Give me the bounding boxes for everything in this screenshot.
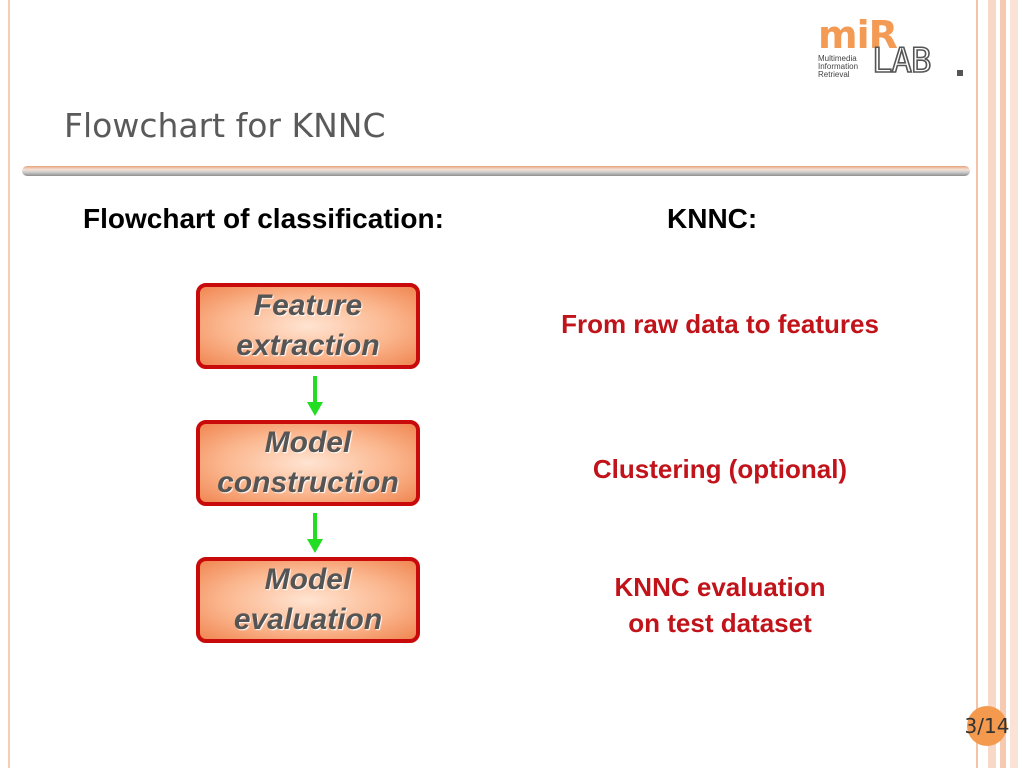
step-label: Feature extraction — [236, 289, 380, 362]
logo-mir-text: miR — [818, 13, 898, 57]
step-description: KNNC evaluation on test dataset — [614, 572, 826, 638]
logo-subtitle: Multimedia Information Retrieval — [818, 54, 859, 79]
logo-lab-text: LAB — [871, 41, 932, 81]
page-number-badge: 3/14 — [964, 706, 1010, 746]
title-divider — [22, 166, 970, 176]
left-border-line — [8, 0, 10, 768]
step-feature-extraction: Feature extraction — [196, 283, 420, 369]
step-description: Clustering (optional) — [592, 454, 848, 484]
right-decor-stripe — [988, 0, 996, 768]
right-decor-stripe — [1000, 0, 1006, 768]
slide-title: Flowchart for KNNC — [64, 106, 386, 145]
step-label: Model evaluation — [233, 563, 383, 636]
right-decor-stripe — [976, 0, 978, 768]
flowchart-heading: Flowchart of classification: — [83, 203, 444, 234]
down-arrow-icon — [307, 376, 323, 416]
step-description: From raw data to features — [561, 309, 879, 339]
step-model-construction: Model construction — [196, 420, 420, 506]
logo-dot — [957, 70, 963, 76]
step-label: Model construction — [217, 426, 399, 499]
knnc-heading: KNNC: — [667, 203, 758, 234]
page-number: 3/14 — [964, 714, 1010, 738]
right-decor-stripe — [1010, 0, 1018, 768]
mirlab-logo: miR Multimedia Information Retrieval LAB — [818, 16, 964, 80]
down-arrow-icon — [307, 513, 323, 553]
step-model-evaluation: Model evaluation — [196, 557, 420, 643]
